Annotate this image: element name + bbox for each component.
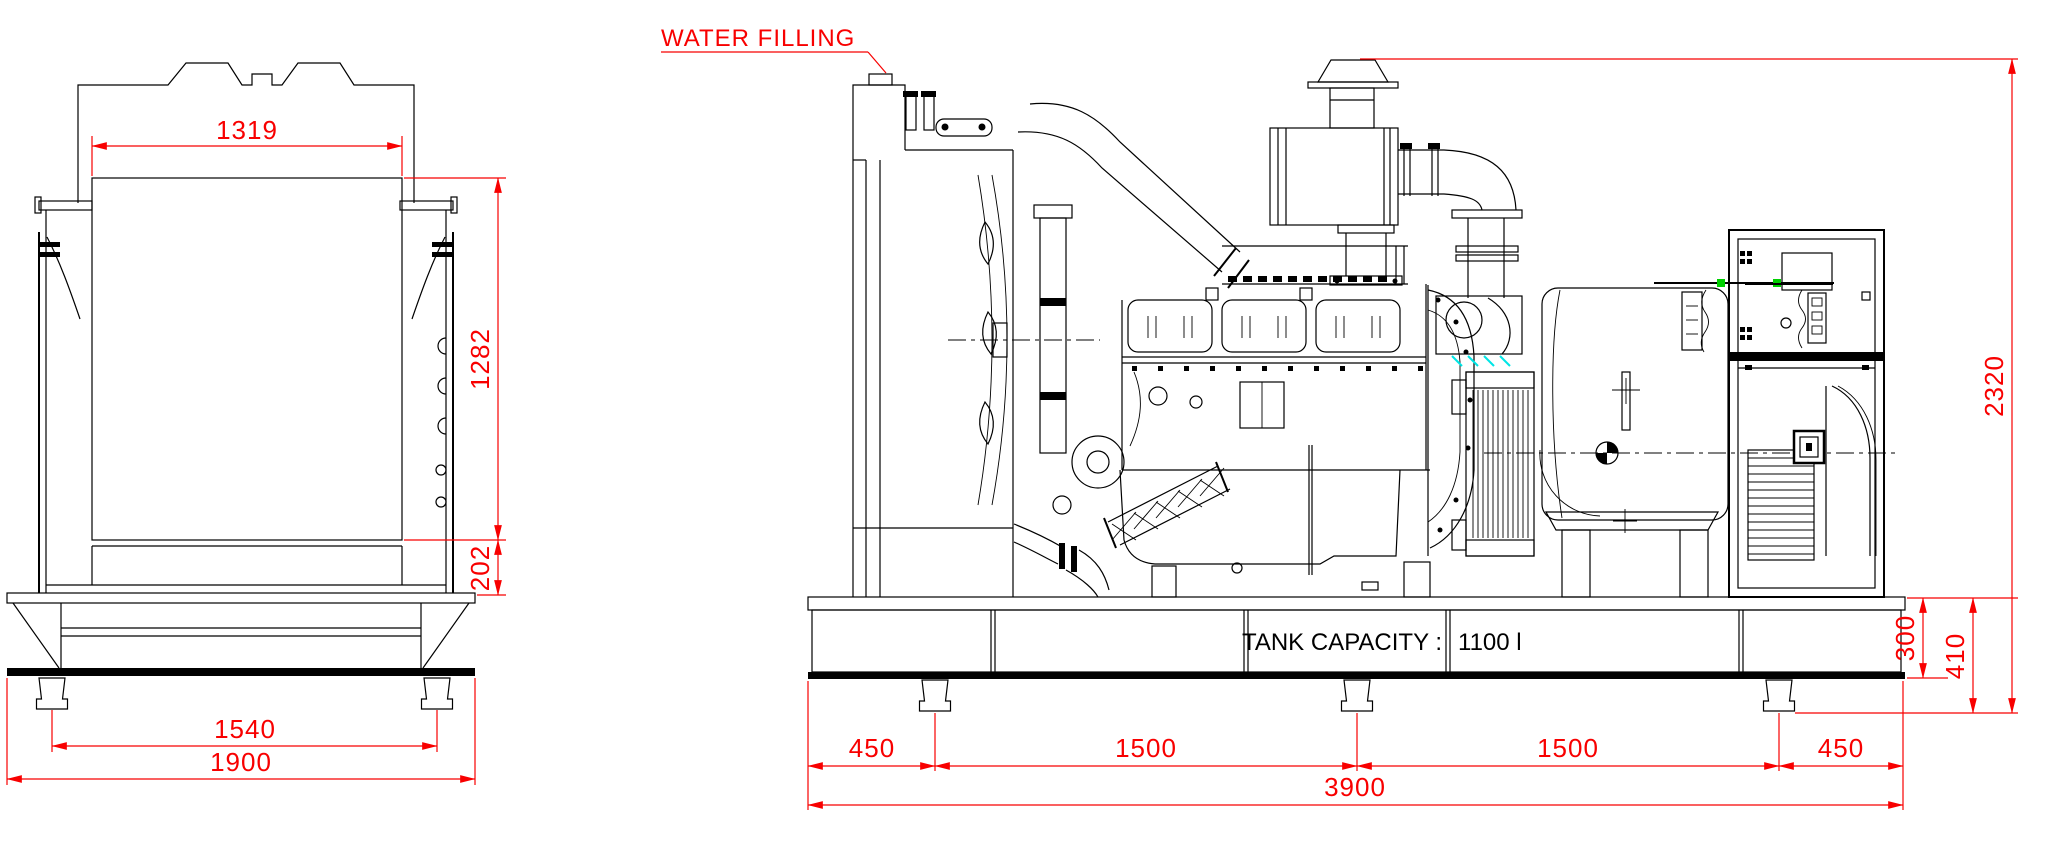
dim-text-1900: 1900 [210,747,272,777]
valve-cover [1315,299,1401,353]
dim-text-1500-right: 1500 [1537,733,1599,763]
flywheel-housing [1427,285,1475,556]
air-cleaner [1269,59,1403,286]
side-dimensions: 450 1500 1500 450 3900 300 410 [807,58,2018,810]
front-foot-left [35,677,69,710]
dim-text-1319: 1319 [216,115,278,145]
upper-radiator-hose [1017,102,1250,289]
cyan-hatch-marks [1451,355,1511,367]
tank-capacity-value: 1100 l [1458,629,1522,656]
dim-text-1282: 1282 [465,328,495,390]
dim-text-3900: 3900 [1324,772,1386,802]
water-filling-callout: WATER FILLING [661,25,887,74]
dim-text-410: 410 [1940,633,1970,679]
dimension-overall-width: 1900 [6,678,476,785]
side-view: TANK CAPACITY : 1100 l WATER FILLING [661,25,2018,810]
control-panel-box [1781,252,1833,291]
dim-text-2320: 2320 [1979,355,2009,417]
air-cleaner-body [1269,127,1399,226]
dim-text-450-right: 450 [1818,733,1864,763]
door-hinges [1740,251,1752,340]
dim-text-202: 202 [465,545,495,591]
radiator-front-outline [34,62,458,593]
front-foot-right [420,677,454,710]
front-view: 1319 1282 202 1540 [6,62,506,785]
dimension-core-width: 1319 [91,115,403,176]
base-frame-side: TANK CAPACITY : 1100 l [807,596,1906,712]
dimension-right-verticals: 300 410 2320 [1360,58,2018,714]
tank-panel-dividers [990,610,1744,672]
valve-cover [1221,299,1307,353]
crank-pulley [1071,435,1125,489]
side-foot-1 [918,679,952,712]
dim-text-300: 300 [1890,615,1920,661]
dimension-overall-length: 3900 [807,772,1904,809]
dimension-skid-gap: 202 [465,539,506,596]
center-of-gravity-symbol [1595,441,1619,465]
side-foot-2 [1340,679,1374,712]
turbo-inlet-elbow [1398,143,1523,367]
side-foot-3 [1762,679,1796,712]
dimension-bottom-chain: 450 1500 1500 450 [807,681,1904,810]
dimension-core-height: 1282 [404,177,506,541]
rain-cap [1316,59,1390,83]
blower-scroll [1792,385,1877,556]
dim-text-1540: 1540 [214,714,276,744]
green-marker [1717,279,1725,287]
water-filler-cap [868,73,893,86]
charge-air-cooler [1451,371,1535,557]
oil-pan [1119,469,1401,565]
valve-cover [1127,299,1213,353]
front-dimensions: 1319 1282 202 1540 [6,115,506,785]
front-base-skid [6,592,476,710]
control-cabinet [1728,229,1885,598]
louver-vent [1747,449,1815,561]
alternator [1484,279,1900,598]
water-filling-label: WATER FILLING [661,25,855,52]
tank-capacity-label: TANK CAPACITY : [1242,629,1442,656]
dim-text-450-left: 450 [849,733,895,763]
engine [1033,204,1475,598]
flex-bellows [1103,461,1231,549]
radiator-side [852,73,1110,598]
dim-text-1500-left: 1500 [1115,733,1177,763]
dimension-foot-spacing: 1540 [51,710,438,752]
turbocharger [1435,295,1523,355]
